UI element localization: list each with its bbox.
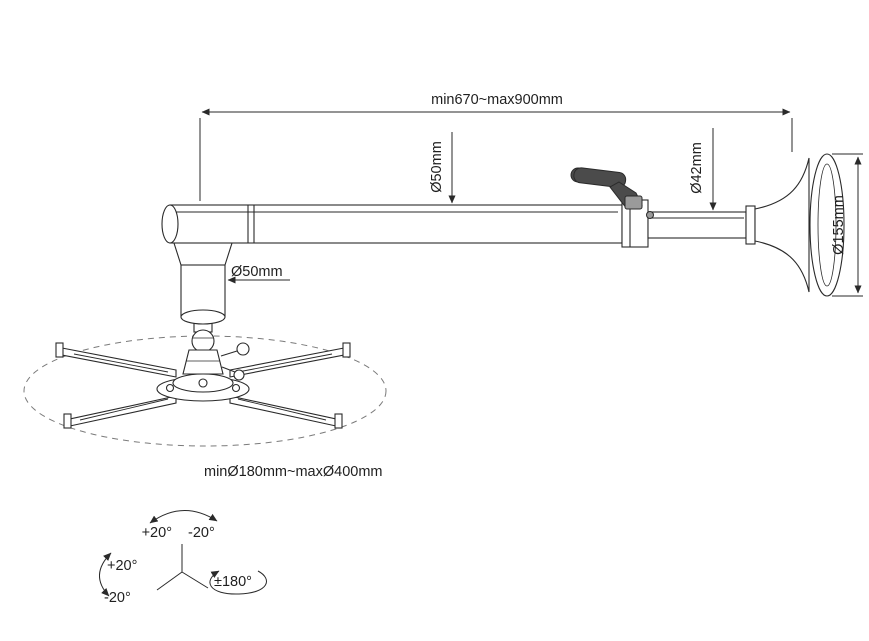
swivel-minus-label: -20° bbox=[104, 590, 131, 606]
swivel-angle-indicator: +20° -20° bbox=[99, 552, 137, 606]
dimension-arm-diameter: Ø50mm bbox=[429, 132, 456, 204]
projector-bracket-arms bbox=[55, 342, 351, 429]
dimension-inner-tube-diameter: Ø42mm bbox=[689, 128, 717, 211]
swivel-plus-label: +20° bbox=[107, 558, 137, 574]
arm-length-label: min670~max900mm bbox=[431, 92, 563, 108]
telescopic-arm bbox=[161, 199, 756, 248]
clamp-lever bbox=[570, 167, 654, 219]
wall-plate-diameter-label: Ø155mm bbox=[831, 195, 847, 255]
bracket-range-label: minØ180mm~maxØ400mm bbox=[204, 464, 382, 480]
tilt-minus-label: -20° bbox=[188, 525, 215, 541]
rotation-angle-indicator: ±180° bbox=[209, 570, 267, 595]
dimension-arm-length: min670~max900mm bbox=[199, 92, 793, 201]
drop-tube bbox=[173, 242, 233, 325]
arm-diameter-label: Ø50mm bbox=[429, 141, 445, 193]
rotation-label: ±180° bbox=[214, 574, 252, 590]
tilt-angle-indicator: +20° -20° bbox=[142, 510, 218, 541]
tilt-plus-label: +20° bbox=[142, 525, 172, 541]
dimension-drop-diameter: Ø50mm bbox=[227, 264, 290, 284]
joint-figure bbox=[156, 544, 209, 591]
dimension-plate-diameter: Ø155mm bbox=[831, 153, 863, 297]
wall-mount-plate bbox=[754, 153, 845, 297]
inner-tube-diameter-label: Ø42mm bbox=[689, 142, 705, 194]
drop-tube-diameter-label: Ø50mm bbox=[231, 264, 283, 280]
bracket-hub bbox=[156, 373, 250, 402]
lever-grip bbox=[573, 167, 627, 188]
